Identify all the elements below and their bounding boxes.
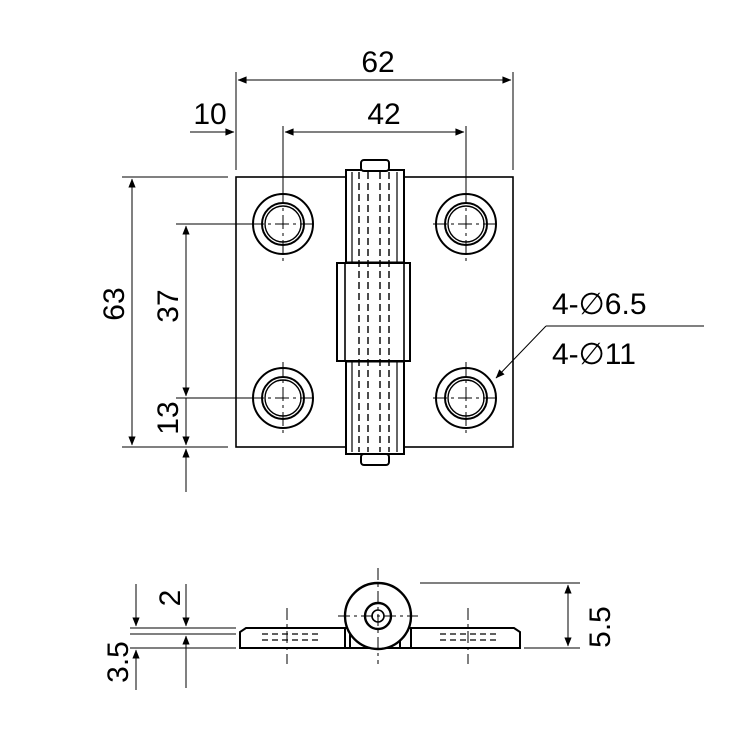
- dim-edge-offset: 10: [193, 98, 226, 131]
- top-view: [122, 72, 704, 492]
- side-dimension-lines: [132, 584, 572, 690]
- extension-lines: [122, 72, 514, 448]
- callout-hole-large: 4-∅11: [552, 338, 636, 371]
- side-extension-lines: [130, 582, 580, 649]
- dim-knuckle-height: 5.5: [584, 606, 617, 648]
- right-leaf: [403, 176, 514, 448]
- hole-centerlines: [250, 190, 500, 434]
- dimension-lines: [128, 76, 512, 492]
- dim-hole-spacing-y: 37: [152, 289, 185, 322]
- callout-hole-small: 4-∅6.5: [552, 288, 647, 321]
- dim-plate-gap: 2: [154, 590, 187, 607]
- left-leaf: [235, 176, 347, 448]
- dim-overall-height: 63: [98, 287, 131, 320]
- hole-callout-leader: [495, 325, 704, 379]
- dim-plate-thickness: 3.5: [102, 641, 135, 683]
- dim-overall-width: 62: [361, 46, 394, 79]
- knuckle-barrel: [336, 159, 411, 466]
- side-view: [130, 568, 580, 690]
- dim-hole-edge-y: 13: [152, 401, 185, 434]
- side-centerlines: [286, 568, 469, 664]
- dim-hole-spacing-x: 42: [367, 98, 400, 131]
